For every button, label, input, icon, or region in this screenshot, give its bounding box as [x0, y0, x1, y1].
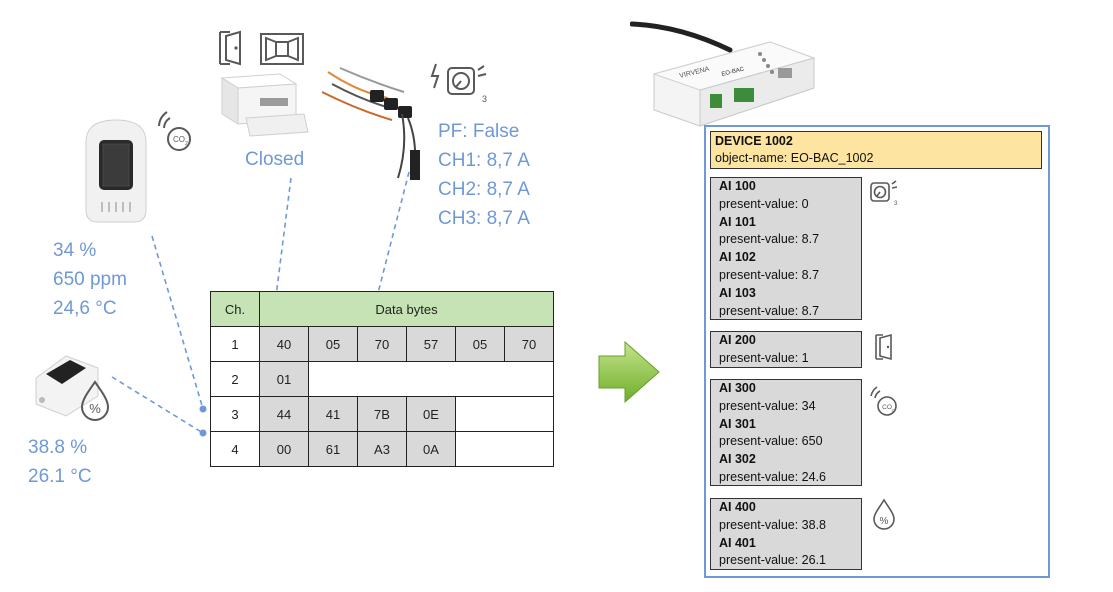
humidity-readings: 38.8 % 26.1 °C: [28, 433, 92, 491]
ch1-current-value: CH1: 8,7 A: [438, 150, 530, 171]
co2-readings: 34 % 650 ppm 24,6 °C: [53, 236, 127, 323]
byte-cell: 70: [504, 326, 554, 362]
data-bytes-header: Data bytes: [259, 291, 554, 327]
co2-ppm-value: 650 ppm: [53, 269, 127, 290]
byte-cell: 7B: [357, 396, 407, 432]
ai-name: AI 103: [719, 285, 756, 300]
device-object: DEVICE 1002 object-name: EO-BAC_1002: [710, 131, 1042, 169]
ai-group-co2: AI 300 present-value: 34 AI 301 present-…: [710, 379, 862, 486]
humidity-temperature-value: 26.1 °C: [28, 466, 92, 487]
ai-name: AI 200: [719, 333, 756, 347]
byte-cell: 01: [259, 361, 309, 397]
humidity-icon: %: [873, 498, 895, 530]
empty-cell: [308, 361, 554, 397]
ch3-current-value: CH3: 8,7 A: [438, 208, 530, 229]
svg-text:CO: CO: [882, 404, 892, 411]
gateway-device: VIRVENA EO-BAC: [630, 21, 816, 127]
table-row: 4 00 61 A3 0A: [210, 431, 554, 467]
channel-cell: 1: [210, 326, 260, 362]
table-header-row: Ch. Data bytes: [210, 291, 554, 327]
humidity-connector: [111, 376, 204, 434]
ai-group-humidity: AI 400 present-value: 38.8 AI 401 presen…: [710, 498, 862, 570]
svg-text:3: 3: [894, 201, 898, 207]
ai-present-value: present-value: 38.8: [719, 517, 827, 532]
ai-group-door: AI 200 present-value: 1: [710, 331, 862, 368]
ai-name: AI 401: [719, 535, 756, 550]
ai-name: AI 300: [719, 381, 756, 395]
ai-present-value: present-value: 1: [719, 350, 809, 365]
current-meter-icon: 3: [870, 180, 898, 207]
ai-name: AI 100: [719, 179, 756, 193]
ch2-current-value: CH2: 8,7 A: [438, 179, 530, 200]
ai-name: AI 102: [719, 250, 756, 265]
channel-cell: 2: [210, 361, 260, 397]
ai-present-value: present-value: 24.6: [719, 469, 827, 484]
co2-icon: CO 2: [158, 111, 191, 151]
current-icon-subscript: 3: [482, 94, 487, 104]
device-name: DEVICE 1002: [715, 134, 793, 148]
ai-present-value: present-value: 26.1: [719, 553, 827, 568]
byte-cell: 0A: [406, 431, 456, 467]
ai-present-value: present-value: 8.7: [719, 232, 820, 247]
window-icon: [260, 33, 304, 65]
ai-name: AI 302: [719, 452, 756, 467]
ch-header: Ch.: [210, 291, 260, 327]
ai-present-value: present-value: 650: [719, 434, 823, 449]
co2-icon: CO 2: [870, 386, 897, 416]
byte-cell: 41: [308, 396, 358, 432]
table-row: 2 01: [210, 361, 554, 397]
table-row: 1 40 05 70 57 05 70: [210, 326, 554, 362]
svg-text:CO: CO: [173, 135, 185, 144]
byte-cell: A3: [357, 431, 407, 467]
ai-present-value: present-value: 0: [719, 196, 809, 211]
channel-cell: 3: [210, 396, 260, 432]
ai-present-value: present-value: 8.7: [719, 303, 820, 318]
byte-cell: 05: [308, 326, 358, 362]
pf-value: PF: False: [438, 121, 520, 142]
byte-cell: 44: [259, 396, 309, 432]
svg-text:2: 2: [185, 141, 188, 147]
byte-cell: 0E: [406, 396, 456, 432]
door-state: Closed: [245, 149, 305, 170]
door-icon: [219, 30, 241, 66]
ai-present-value: present-value: 34: [719, 398, 816, 413]
bacnet-objects-panel: [704, 125, 1050, 578]
byte-cell: 40: [259, 326, 309, 362]
svg-text:%: %: [880, 516, 889, 527]
co2-humidity-value: 34 %: [53, 240, 97, 261]
co2-connector: [151, 235, 204, 410]
data-bytes-table: Ch. Data bytes 1 40 05 70 57 05 70 2 01 …: [210, 291, 554, 467]
co2-sensor-device: [85, 119, 147, 223]
byte-cell: 05: [455, 326, 505, 362]
empty-cell: [455, 431, 554, 467]
humidity-icon: %: [80, 380, 110, 421]
svg-text:%: %: [89, 401, 101, 416]
ai-name: AI 101: [719, 214, 756, 229]
door-icon: [875, 333, 892, 361]
current-sensor-device: [321, 67, 420, 180]
co2-temperature-value: 24,6 °C: [53, 298, 117, 319]
byte-cell: 00: [259, 431, 309, 467]
current-meter-icon: 3: [430, 63, 487, 104]
humidity-value: 38.8 %: [28, 437, 88, 458]
device-object-name: object-name: EO-BAC_1002: [715, 151, 874, 165]
byte-cell: 57: [406, 326, 456, 362]
byte-cell: 61: [308, 431, 358, 467]
ai-present-value: present-value: 8.7: [719, 267, 820, 282]
empty-cell: [455, 396, 554, 432]
svg-text:EO-BAC: EO-BAC: [721, 66, 745, 78]
current-readings: PF: False CH1: 8,7 A CH2: 8,7 A CH3: 8,7…: [438, 117, 530, 233]
ai-group-current: AI 100 present-value: 0 AI 101 present-v…: [710, 177, 862, 320]
ai-name: AI 301: [719, 416, 756, 431]
ai-name: AI 400: [719, 500, 756, 514]
channel-cell: 4: [210, 431, 260, 467]
byte-cell: 70: [357, 326, 407, 362]
svg-text:2: 2: [892, 408, 895, 413]
door-contact-device: [220, 73, 309, 137]
table-row: 3 44 41 7B 0E: [210, 396, 554, 432]
conversion-arrow: [598, 340, 660, 404]
